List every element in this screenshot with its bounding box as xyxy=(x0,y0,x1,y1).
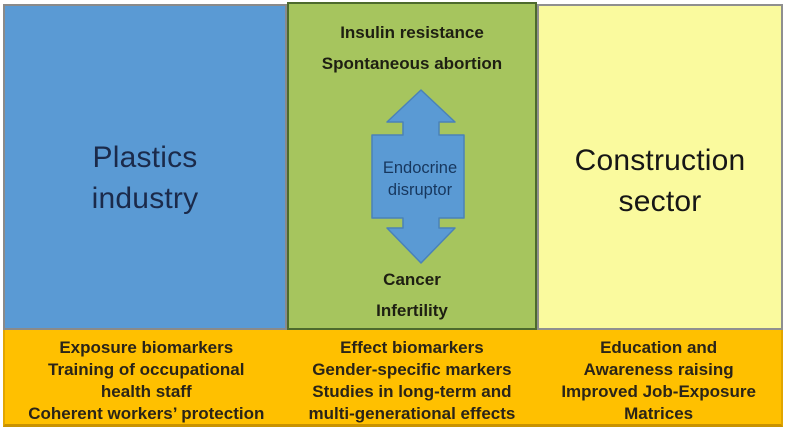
need-item: Exposure biomarkers xyxy=(59,338,234,357)
need-item: health staff xyxy=(100,382,192,401)
panel-plastics-industry: Plastics industry xyxy=(3,4,287,330)
needs-column-endocrine: Effect biomarkers Gender-specific marker… xyxy=(288,330,537,424)
panel-title-line: Plastics xyxy=(92,141,198,174)
endocrine-box-line: Endocrine xyxy=(382,158,458,177)
needs-column-construction: Education and Awareness raising Improved… xyxy=(536,330,781,424)
need-item: Improved Job-Exposure xyxy=(561,382,756,401)
need-item: Effect biomarkers xyxy=(340,338,484,357)
panel-title-plastics: Plastics industry xyxy=(5,17,285,339)
need-item: Matrices xyxy=(624,404,694,423)
need-item: Training of occupational xyxy=(48,360,245,379)
panel-endocrine-effects: Insulin resistance Spontaneous abortion … xyxy=(287,2,537,330)
need-item: multi-generational effects xyxy=(308,404,516,423)
need-item: Education and xyxy=(600,338,718,357)
need-item: Coherent workers’ protection xyxy=(28,404,265,423)
need-item: Studies in long-term and xyxy=(312,382,512,401)
effect-label-spontaneous-abortion: Spontaneous abortion xyxy=(321,54,503,73)
effect-label-insulin-resistance: Insulin resistance xyxy=(340,23,484,42)
panel-title-line: industry xyxy=(91,182,199,215)
endocrine-disruptor-box: Endocrine disruptor xyxy=(374,137,466,220)
double-arrow-icon xyxy=(371,89,465,264)
need-item: Gender-specific markers xyxy=(312,360,512,379)
panel-title-line: sector xyxy=(618,185,702,218)
research-needs-bar: Exposure biomarkers Training of occupati… xyxy=(3,330,783,427)
effect-label-infertility: Infertility xyxy=(376,301,448,320)
panel-title-construction: Construction sector xyxy=(539,20,781,342)
needs-column-plastics: Exposure biomarkers Training of occupati… xyxy=(5,330,288,424)
endocrine-box-line: disruptor xyxy=(387,180,453,199)
need-item: Awareness raising xyxy=(583,360,734,379)
panel-title-line: Construction xyxy=(574,144,746,177)
effect-label-cancer: Cancer xyxy=(383,270,441,289)
panel-construction-sector: Construction sector xyxy=(537,4,783,330)
